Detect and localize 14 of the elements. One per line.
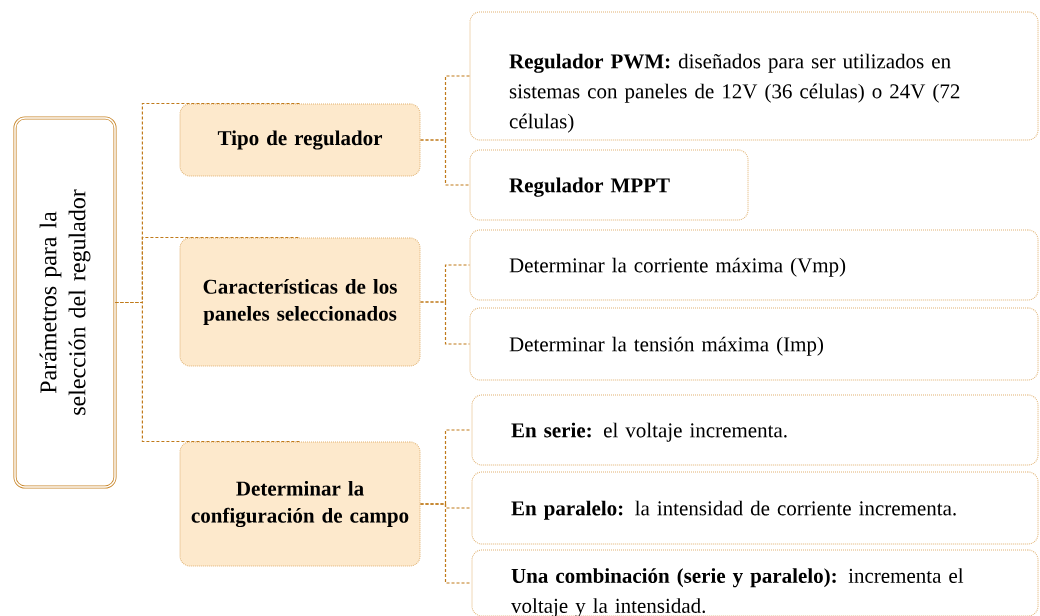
connector	[114, 301, 301, 443]
category-box: Tipo de regulador	[179, 103, 421, 177]
detail-box: Determinar la corriente máxima (Vmp)	[469, 229, 1039, 301]
connector	[419, 503, 473, 584]
detail-box: Regulador PWM: diseñados para ser utilizados en sistemas con paneles de 12V (36 células) o 24V (72 células)	[469, 11, 1039, 141]
detail-box: Determinar la tensión máxima (Imp)	[469, 307, 1039, 381]
detail-box: Regulador MPPT	[469, 149, 749, 221]
category-box: Determinar la configuración de campo	[179, 441, 421, 567]
detail-box: En paralelo: la intensidad de corriente incrementa.	[471, 471, 1039, 545]
category-box: Características de los paneles seleccionados	[179, 237, 421, 367]
connector	[419, 301, 471, 345]
detail-box: En serie: el voltaje incrementa.	[471, 394, 1039, 466]
connector	[419, 139, 471, 186]
title-box: Parámetros para la selección del regulador	[13, 116, 117, 489]
